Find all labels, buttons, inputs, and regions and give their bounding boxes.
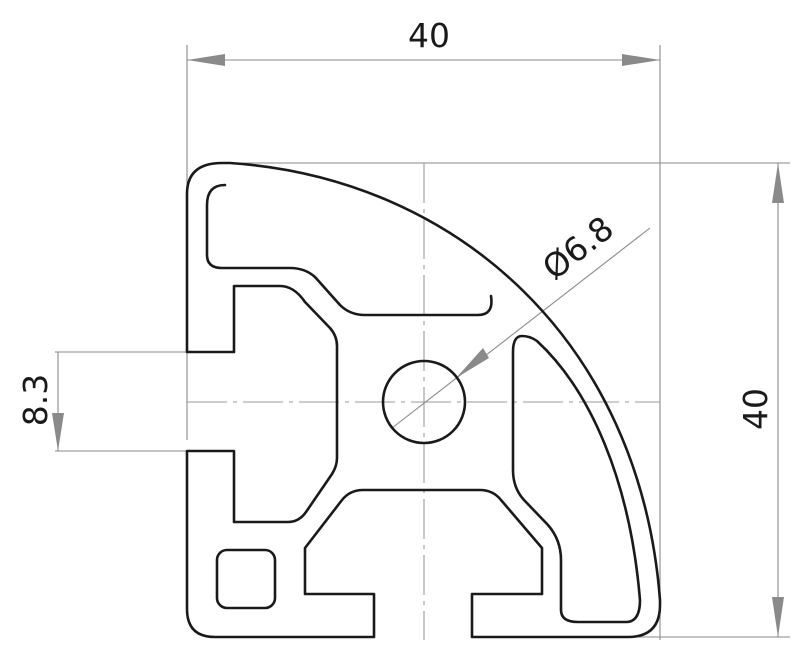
upper-cavity	[205, 183, 493, 317]
height-arrow-top	[772, 163, 784, 203]
right-cavity	[511, 334, 642, 624]
width-arrow-right	[622, 54, 660, 66]
bore-dimension: Ø6.8	[391, 208, 651, 429]
center-lines	[187, 163, 660, 640]
height-arrow-bottom	[772, 597, 784, 637]
slot-dimension: 8.3	[16, 352, 64, 451]
slot-label: 8.3	[16, 374, 55, 426]
bore-arrow	[456, 348, 489, 378]
extension-lines	[55, 45, 790, 640]
width-label: 40	[408, 16, 450, 55]
outer-contour	[185, 161, 662, 639]
bore-leader-line	[391, 227, 651, 429]
corner-square-cavity	[215, 548, 277, 610]
height-dimension: 40	[736, 163, 784, 637]
width-arrow-left	[187, 54, 225, 66]
width-dimension: 40	[187, 16, 660, 66]
bore-label: Ø6.8	[535, 208, 621, 287]
profile-outline	[185, 161, 662, 639]
center-bore	[381, 359, 467, 445]
height-label: 40	[736, 388, 775, 430]
slot-arrow-bottom	[52, 413, 64, 451]
